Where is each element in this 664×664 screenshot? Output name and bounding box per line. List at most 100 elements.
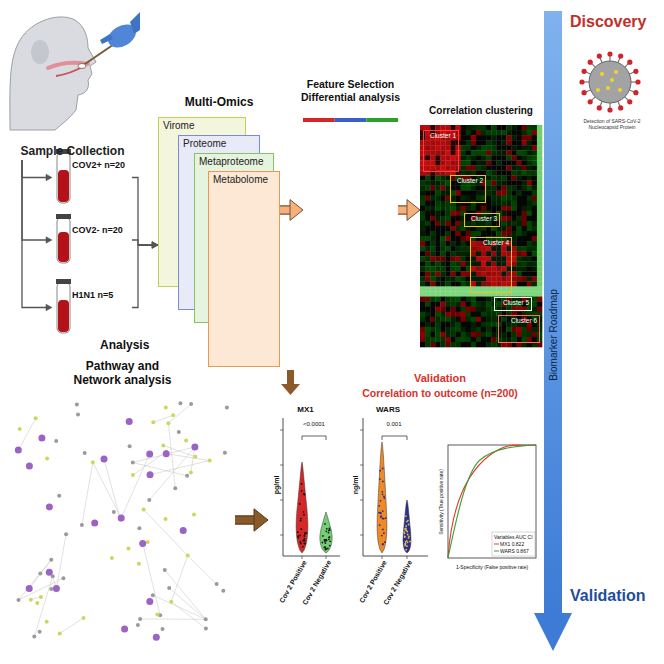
heatmap-cell <box>527 271 532 276</box>
heatmap-cell <box>522 307 527 312</box>
heatmap-cell <box>471 165 476 170</box>
heatmap-cell <box>481 155 486 160</box>
heatmap-cell <box>440 307 445 312</box>
network-node <box>184 438 188 442</box>
heatmap-cell <box>491 191 496 196</box>
heatmap-cell <box>425 312 430 317</box>
heatmap-cell <box>461 251 466 256</box>
heatmap-cell <box>456 276 461 281</box>
data-point <box>382 468 384 470</box>
heatmap-cell <box>506 276 511 281</box>
heatmap-cell <box>517 251 522 256</box>
heatmap-cell <box>506 160 511 165</box>
heatmap-cell <box>532 297 537 302</box>
heatmap-cell <box>481 246 486 251</box>
heatmap-cell <box>425 221 430 226</box>
heatmap-cell <box>461 236 466 241</box>
network-node <box>46 503 53 510</box>
heatmap-cell <box>486 150 491 155</box>
heatmap-cell <box>430 191 435 196</box>
heatmap-cell <box>476 191 481 196</box>
heatmap-cell <box>430 246 435 251</box>
network-link <box>56 534 66 588</box>
heatmap-cell <box>471 302 476 307</box>
heatmap-cell <box>476 206 481 211</box>
network-link <box>169 588 206 619</box>
heatmap-cell <box>527 226 532 231</box>
arrow-head <box>290 200 303 221</box>
heatmap-cell <box>527 241 532 246</box>
data-point <box>300 528 302 530</box>
node-text: Validation <box>570 587 646 605</box>
heatmap-cell <box>451 160 456 165</box>
group-bar <box>303 118 335 122</box>
spike-tip <box>597 54 602 59</box>
heatmap-cell <box>491 170 496 175</box>
heatmap-cell <box>486 206 491 211</box>
violin-panel: MX1pg/ml<0.0001Cov 2 PositiveCov 2 Negat… <box>268 405 343 600</box>
heatmap-cell <box>445 266 450 271</box>
heatmap-cell <box>440 191 445 196</box>
heatmap-cell <box>481 130 486 135</box>
network-node <box>136 623 140 627</box>
heatmap-cell <box>461 241 466 246</box>
heatmap-cell <box>517 276 522 281</box>
virus-protein <box>610 78 614 82</box>
heatmap-cell <box>451 231 456 236</box>
heatmap-cell <box>420 226 425 231</box>
heatmap-cell <box>461 125 466 130</box>
heatmap-cell <box>476 302 481 307</box>
heatmap-cell <box>466 317 471 322</box>
heatmap-cell <box>512 135 517 140</box>
heatmap-cell <box>471 337 476 342</box>
heatmap-cell <box>420 191 425 196</box>
heatmap-cell <box>501 332 506 337</box>
data-point <box>404 536 406 538</box>
heatmap-cell <box>435 342 440 347</box>
heatmap-cell <box>440 317 445 322</box>
heatmap-cell <box>461 160 466 165</box>
heatmap-cell <box>430 231 435 236</box>
heatmap-cell <box>451 342 456 347</box>
heatmap-cell <box>522 261 527 266</box>
heatmap-cell <box>435 231 440 236</box>
data-point <box>382 481 384 483</box>
heatmap-cell <box>435 281 440 286</box>
heatmap-cell <box>440 322 445 327</box>
heatmap-cell <box>445 281 450 286</box>
heatmap-cell <box>532 140 537 145</box>
heatmap-cell <box>512 181 517 186</box>
network-node <box>171 413 175 417</box>
heatmap-cell <box>435 332 440 337</box>
node-text: Virome <box>159 118 245 133</box>
heatmap-cell <box>527 261 532 266</box>
heatmap-cell <box>466 221 471 226</box>
heatmap-cell <box>471 261 476 266</box>
heatmap-cell <box>420 241 425 246</box>
roc-curve <box>448 445 536 558</box>
heatmap-cell <box>435 175 440 180</box>
network-node <box>82 616 86 620</box>
tick <box>280 465 283 466</box>
heatmap-cell <box>440 312 445 317</box>
heatmap-cell <box>532 150 537 155</box>
heatmap-cell <box>476 231 481 236</box>
heatmap-cell <box>430 140 435 145</box>
heatmap-cell <box>481 286 486 291</box>
heatmap-cell <box>486 251 491 256</box>
heatmap-cell <box>527 130 532 135</box>
heatmap-cell <box>532 216 537 221</box>
heatmap-cell <box>481 206 486 211</box>
heatmap-cell <box>537 231 542 236</box>
heatmap-cell <box>522 130 527 135</box>
heatmap-cell <box>506 175 511 180</box>
heatmap-cell <box>430 337 435 342</box>
heatmap-cell <box>476 150 481 155</box>
heatmap-cell <box>501 140 506 145</box>
heatmap-cell <box>440 332 445 337</box>
heatmap-cell <box>471 155 476 160</box>
heatmap-cell <box>486 246 491 251</box>
tube-cap <box>56 214 71 219</box>
heatmap-cell <box>440 201 445 206</box>
heatmap-cell <box>532 196 537 201</box>
